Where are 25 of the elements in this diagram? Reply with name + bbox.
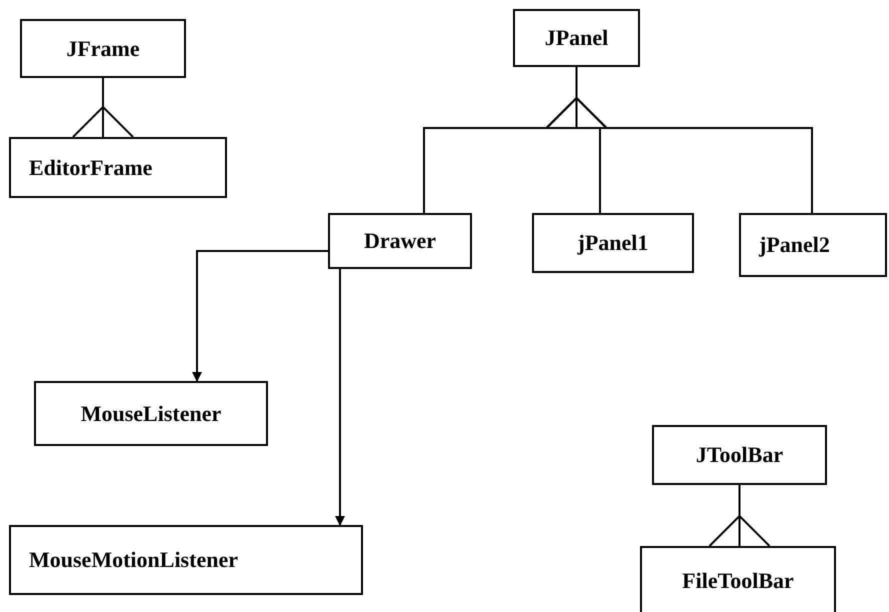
- class-box: [652, 425, 827, 485]
- class-name: JFrame: [66, 36, 140, 62]
- class-name: EditorFrame: [29, 154, 152, 180]
- class-name: JPanel: [544, 25, 608, 51]
- arrow: [335, 269, 345, 526]
- inheritance-connector: [72, 78, 134, 138]
- class-box: [9, 525, 363, 595]
- class-name: MouseMotionListener: [29, 547, 238, 573]
- class-box: [640, 546, 836, 612]
- class-name: jPanel2: [759, 232, 830, 258]
- class-name: Drawer: [364, 228, 436, 254]
- class-name: JToolBar: [696, 442, 784, 468]
- class-box: [34, 381, 268, 446]
- class-box: [513, 9, 640, 67]
- inheritance-connector: [546, 67, 813, 213]
- arrow: [192, 250, 328, 382]
- class-box: [20, 19, 186, 78]
- class-name: jPanel1: [578, 230, 648, 256]
- class-box: [328, 213, 472, 269]
- class-name: FileToolBar: [682, 568, 794, 594]
- class-box: [532, 213, 694, 273]
- class-box: [739, 213, 887, 277]
- class-name: MouseListener: [80, 400, 222, 426]
- inheritance-connector: [708, 485, 770, 547]
- class-box: [9, 137, 227, 198]
